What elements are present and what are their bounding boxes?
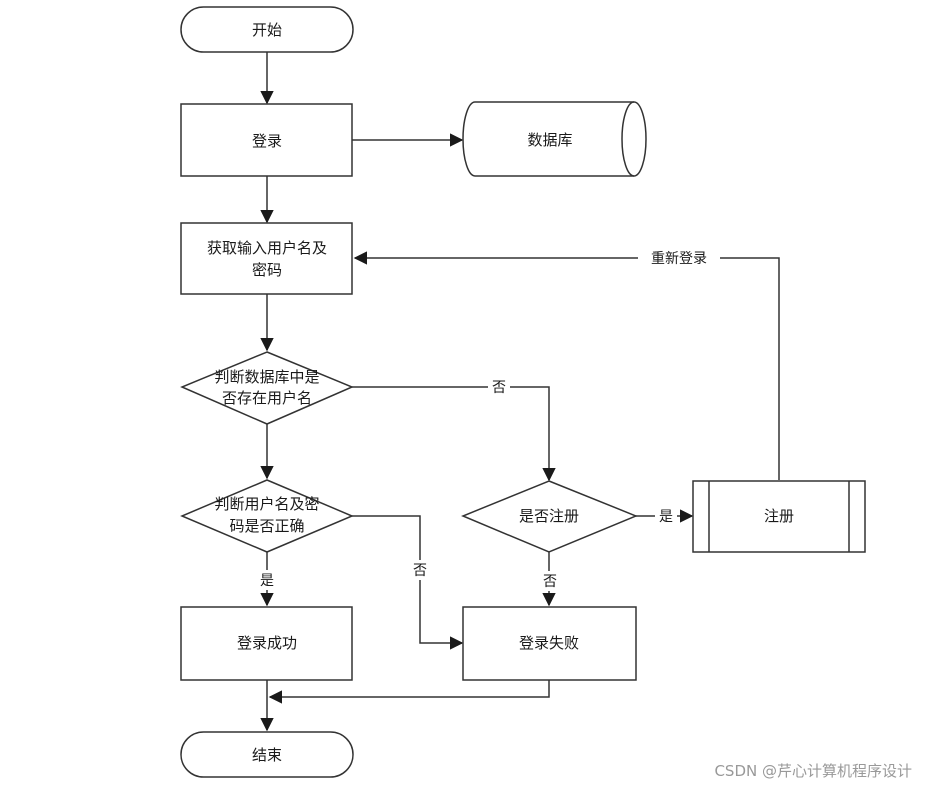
database-node: 数据库 — [462, 101, 647, 177]
database-label: 数据库 — [527, 131, 572, 149]
login-fail-label: 登录失败 — [519, 634, 579, 652]
register-question-label: 是否注册 — [519, 507, 579, 525]
watermark-text: CSDN @芹心计算机程序设计 — [714, 762, 912, 780]
check-user-label-line1: 判断数据库中是 — [214, 368, 319, 386]
start-label: 开始 — [252, 21, 282, 39]
edge-label-user-not-exist: 否 — [492, 380, 506, 396]
check-user-decision: 判断数据库中是 否存在用户名 — [180, 351, 354, 425]
edge-register-getcred — [353, 251, 780, 480]
end-label: 结束 — [252, 746, 282, 764]
start-node: 开始 — [180, 6, 354, 53]
login-label: 登录 — [252, 132, 282, 150]
edges — [260, 52, 780, 732]
check-user-label-line2: 否存在用户名 — [222, 389, 312, 407]
login-fail-node: 登录失败 — [462, 606, 637, 681]
edge-fail-merge — [268, 680, 550, 704]
edge-label-password-correct: 是 — [260, 573, 274, 589]
login-node: 登录 — [180, 103, 353, 177]
login-success-label: 登录成功 — [237, 634, 297, 652]
edge-label-password-wrong: 否 — [413, 563, 427, 579]
end-node: 结束 — [180, 731, 354, 778]
edge-labels: 否 重新登录 是 否 是 否 — [256, 248, 720, 591]
edge-label-relogin: 重新登录 — [651, 251, 707, 267]
get-credentials-label-line2: 密码 — [252, 261, 282, 279]
check-password-label-line1: 判断用户名及密 — [214, 495, 319, 513]
register-process-node: 注册 — [692, 480, 866, 553]
register-label: 注册 — [764, 507, 794, 525]
get-credentials-label-line1: 获取输入用户名及 — [207, 239, 327, 257]
edge-checkuser-registerq — [352, 386, 556, 482]
edge-label-register-no: 否 — [543, 574, 557, 590]
register-question-decision: 是否注册 — [461, 480, 638, 553]
get-credentials-node: 获取输入用户名及 密码 — [180, 222, 353, 295]
edge-checkpwd-fail — [352, 515, 464, 650]
check-password-label-line2: 码是否正确 — [229, 517, 304, 535]
check-password-decision: 判断用户名及密 码是否正确 — [180, 479, 354, 553]
login-success-node: 登录成功 — [180, 606, 353, 681]
edge-label-register-yes: 是 — [659, 509, 673, 525]
